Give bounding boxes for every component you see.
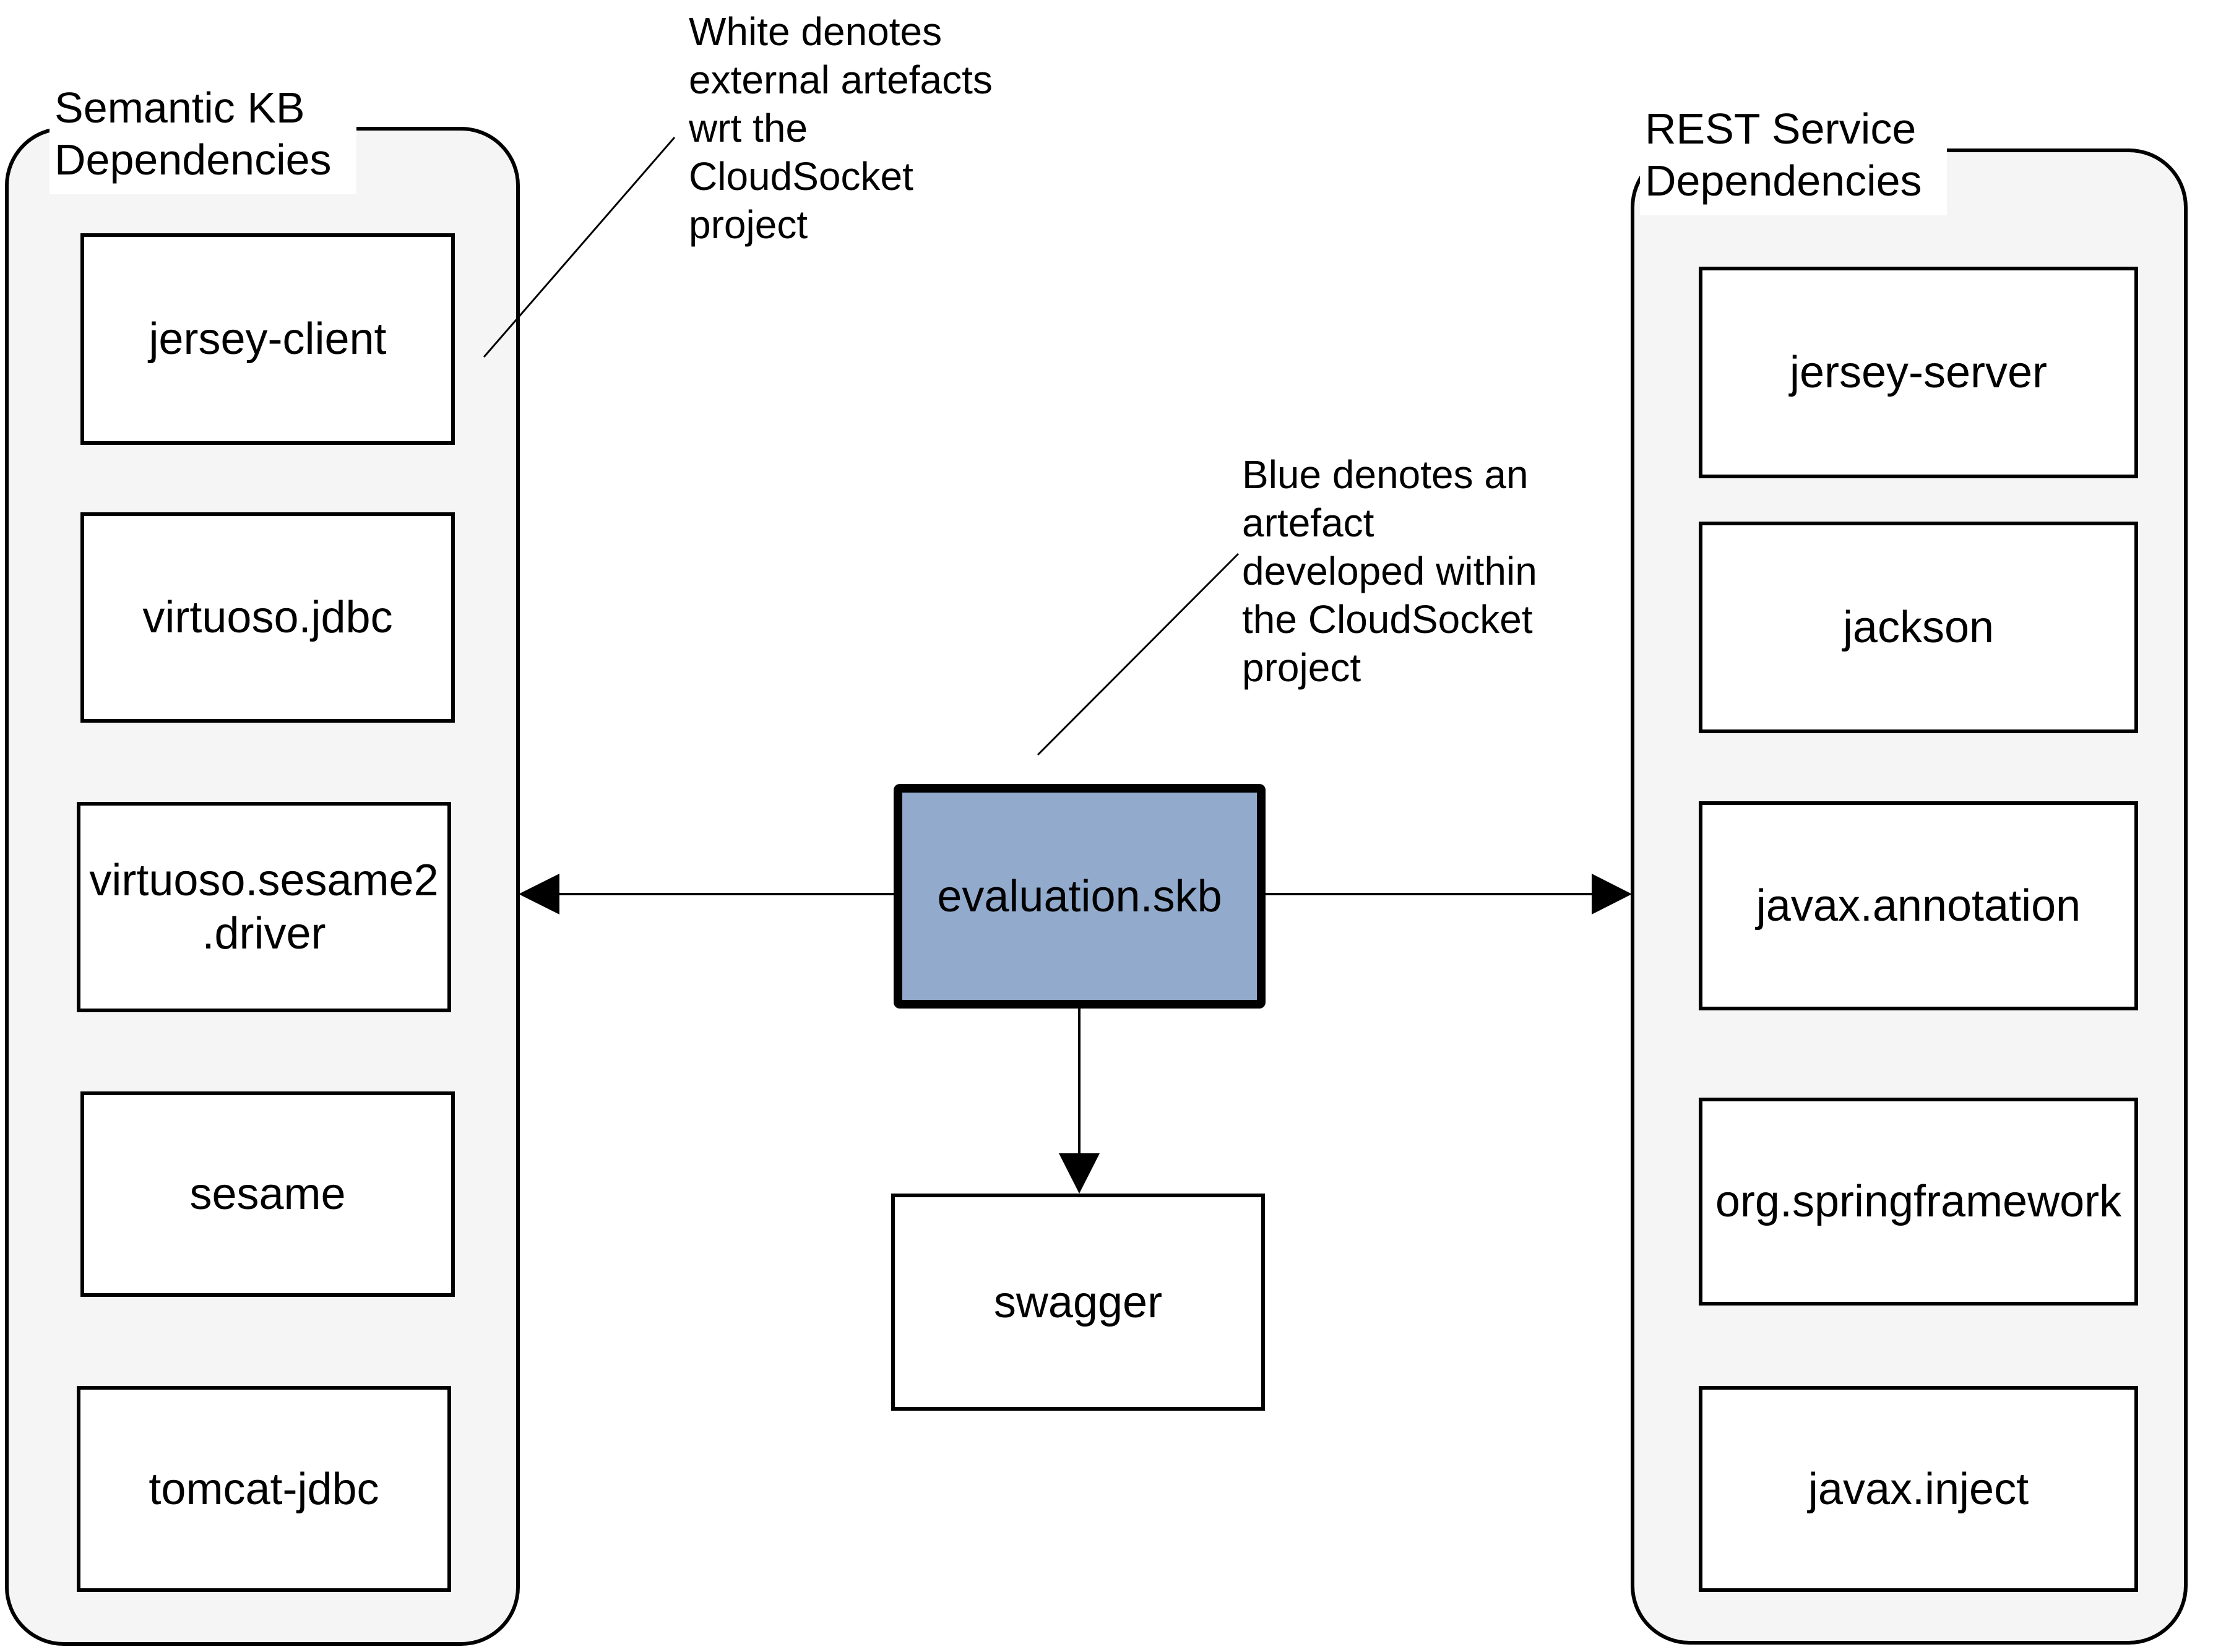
node-jersey-server: jersey-server — [1699, 267, 2138, 478]
blue-note-text: Blue denotes an artefact developed withi… — [1242, 452, 1537, 690]
node-virtuoso-jdbc: virtuoso.jdbc — [80, 512, 455, 723]
node-javax-inject: javax.inject — [1699, 1386, 2138, 1592]
right-group-title: REST Service Dependencies — [1640, 99, 1947, 215]
arrow-right-head-icon — [1592, 874, 1632, 914]
arrow-down-head-icon — [1059, 1153, 1100, 1194]
node-swagger: swagger — [891, 1194, 1265, 1411]
node-jackson: jackson — [1699, 522, 2138, 733]
leader-line-white-note — [483, 137, 676, 358]
node-org-springframework: org.springframework — [1699, 1098, 2138, 1306]
node-evaluation-skb: evaluation.skb — [894, 784, 1266, 1009]
node-tomcat-jdbc: tomcat-jdbc — [77, 1386, 451, 1592]
node-virtuoso-sesame2-driver: virtuoso.sesame2 .driver — [77, 802, 451, 1012]
white-note-text: White denotes external artefacts wrt the… — [689, 9, 993, 247]
left-group-title: Semantic KB Dependencies — [50, 78, 356, 194]
node-javax-annotation: javax.annotation — [1699, 801, 2138, 1010]
arrow-left-head-icon — [519, 874, 559, 914]
node-jersey-client: jersey-client — [80, 233, 455, 445]
node-sesame: sesame — [80, 1091, 455, 1297]
leader-line-blue-note — [1037, 553, 1240, 756]
